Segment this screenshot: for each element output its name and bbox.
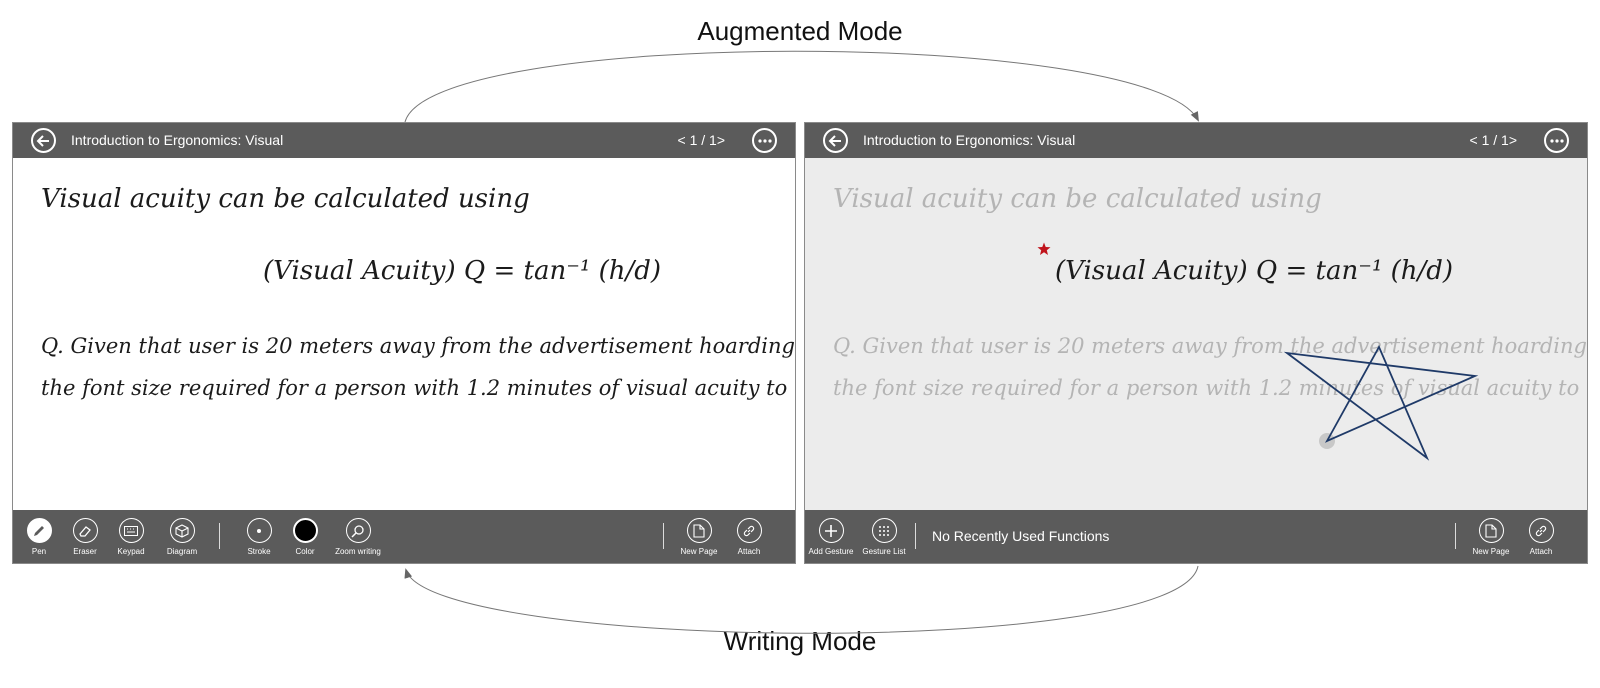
page-indicator[interactable]: < 1 / 1> bbox=[1469, 132, 1517, 148]
add-gesture-label: Add Gesture bbox=[808, 547, 854, 556]
toolbar-separator bbox=[219, 523, 220, 549]
ellipsis-icon bbox=[1549, 138, 1564, 143]
attach-label: Attach bbox=[1529, 547, 1553, 556]
zoom-writing-tool-button[interactable]: Zoom writing bbox=[330, 518, 386, 556]
stroke-tool-button[interactable]: Stroke bbox=[231, 518, 287, 556]
note-question-line-2: the font size required for a person with… bbox=[833, 376, 1587, 400]
attach-button[interactable]: Attach bbox=[721, 518, 777, 556]
link-icon bbox=[743, 525, 755, 536]
new-page-label: New Page bbox=[680, 547, 718, 556]
back-arrow-icon bbox=[828, 134, 841, 147]
gesture-list-label: Gesture List bbox=[862, 547, 906, 556]
dot-icon bbox=[257, 528, 261, 533]
pen-icon bbox=[34, 525, 44, 536]
eraser-icon bbox=[79, 525, 91, 537]
keyboard-icon bbox=[124, 525, 138, 536]
writing-arrow bbox=[404, 565, 1199, 634]
toolbar-separator bbox=[915, 523, 916, 549]
zoom-icon bbox=[351, 524, 364, 538]
link-icon bbox=[1535, 525, 1547, 536]
page-icon bbox=[1485, 523, 1497, 538]
more-options-button[interactable] bbox=[1544, 128, 1569, 153]
note-line-1: Visual acuity can be calculated using bbox=[833, 184, 1322, 214]
augmented-mode-label: Augmented Mode bbox=[697, 16, 903, 46]
gesture-canvas[interactable]: Visual acuity can be calculated using (V… bbox=[805, 158, 1587, 510]
diagram-tool-button[interactable]: Diagram bbox=[154, 518, 210, 556]
writing-canvas[interactable]: Visual acuity can be calculated using (V… bbox=[13, 158, 795, 510]
back-arrow-icon bbox=[36, 134, 49, 147]
add-gesture-button[interactable]: Add Gesture bbox=[805, 518, 859, 556]
ellipsis-icon bbox=[757, 138, 772, 143]
page-icon bbox=[693, 523, 705, 538]
note-question-line-1: Q. Given that user is 20 meters away fro… bbox=[833, 334, 1588, 358]
writing-mode-label: Writing Mode bbox=[723, 626, 877, 656]
grid-icon bbox=[879, 525, 889, 536]
app-header: Introduction to Ergonomics: Visual < 1 /… bbox=[13, 123, 795, 158]
new-page-button[interactable]: New Page bbox=[1463, 518, 1519, 556]
note-question-line-1: Q. Given that user is 20 meters away fro… bbox=[41, 334, 796, 358]
diagram-label: Diagram bbox=[166, 547, 198, 556]
page-indicator[interactable]: < 1 / 1> bbox=[677, 132, 725, 148]
zoom-writing-label: Zoom writing bbox=[335, 547, 381, 556]
note-line-1: Visual acuity can be calculated using bbox=[41, 184, 530, 214]
note-question-line-2: the font size required for a person with… bbox=[41, 376, 795, 400]
document-title: Introduction to Ergonomics: Visual bbox=[71, 132, 284, 148]
gesture-toolbar: Add Gesture Gesture List No Recently Use… bbox=[805, 510, 1587, 563]
writing-toolbar: Pen Eraser Keypad Diagram Stroke bbox=[13, 510, 795, 563]
new-page-button[interactable]: New Page bbox=[671, 518, 727, 556]
color-tool-button[interactable]: Color bbox=[277, 518, 333, 556]
augmented-mode-screen: Introduction to Ergonomics: Visual < 1 /… bbox=[804, 122, 1588, 564]
stroke-label: Stroke bbox=[247, 547, 271, 556]
keypad-tool-button[interactable]: Keypad bbox=[103, 518, 159, 556]
attach-button[interactable]: Attach bbox=[1513, 518, 1569, 556]
back-button[interactable] bbox=[31, 128, 56, 153]
recent-functions-text: No Recently Used Functions bbox=[932, 528, 1110, 544]
more-options-button[interactable] bbox=[752, 128, 777, 153]
star-marker-icon bbox=[1037, 242, 1051, 255]
color-label: Color bbox=[295, 547, 315, 556]
pen-label: Pen bbox=[31, 547, 47, 556]
pen-tool-button[interactable]: Pen bbox=[13, 518, 67, 556]
document-title: Introduction to Ergonomics: Visual bbox=[863, 132, 1076, 148]
cube-icon bbox=[175, 523, 189, 538]
writing-mode-screen: Introduction to Ergonomics: Visual < 1 /… bbox=[12, 122, 796, 564]
toolbar-separator bbox=[1455, 523, 1456, 549]
plus-icon bbox=[825, 524, 837, 537]
app-header: Introduction to Ergonomics: Visual < 1 /… bbox=[805, 123, 1587, 158]
keypad-label: Keypad bbox=[117, 547, 145, 556]
augment-arrow bbox=[404, 50, 1199, 123]
gesture-list-button[interactable]: Gesture List bbox=[856, 518, 912, 556]
back-button[interactable] bbox=[823, 128, 848, 153]
eraser-label: Eraser bbox=[73, 547, 97, 556]
attach-label: Attach bbox=[737, 547, 761, 556]
star-gesture-stroke bbox=[1283, 344, 1479, 461]
note-formula: (Visual Acuity) Q = tan⁻¹ (h/d) bbox=[1055, 256, 1454, 286]
note-formula: (Visual Acuity) Q = tan⁻¹ (h/d) bbox=[263, 256, 662, 286]
new-page-label: New Page bbox=[1472, 547, 1510, 556]
eraser-tool-button[interactable]: Eraser bbox=[57, 518, 113, 556]
toolbar-separator bbox=[663, 523, 664, 549]
